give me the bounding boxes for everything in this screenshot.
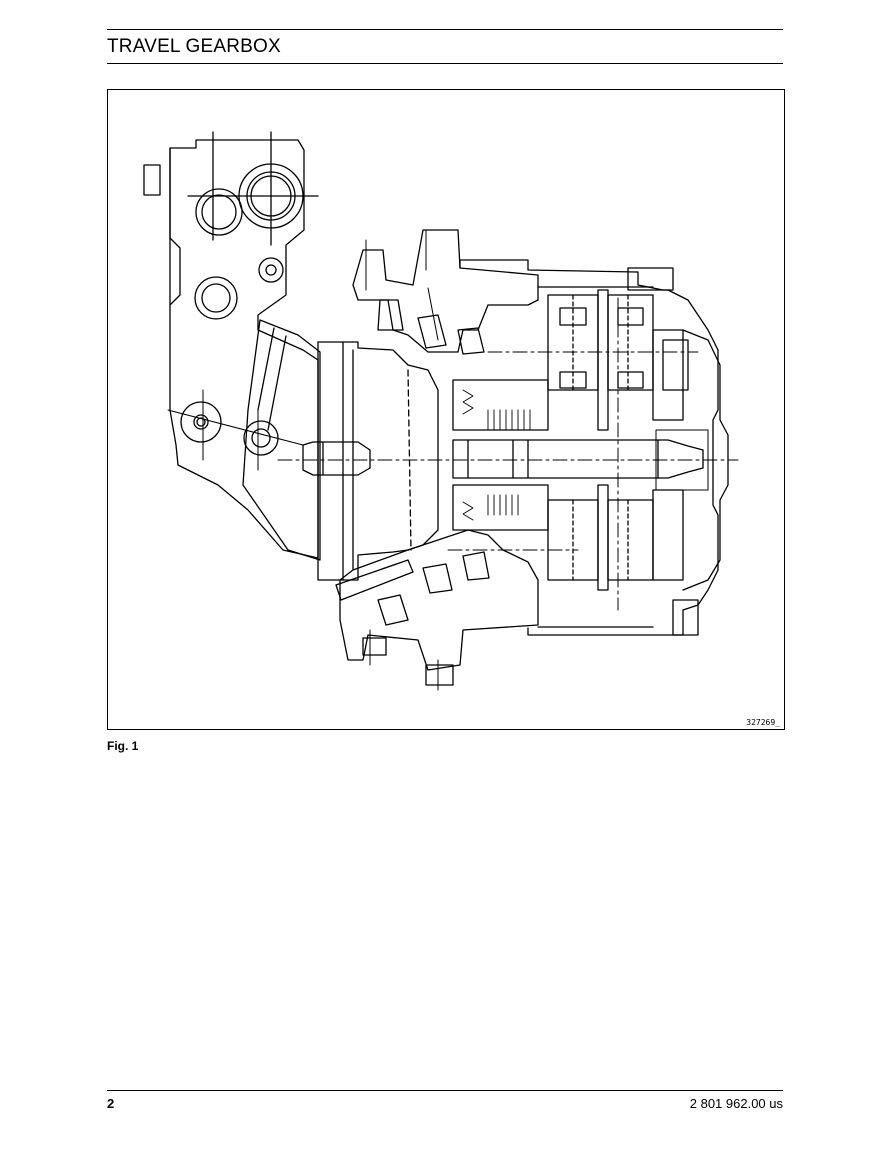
ring-gear-housing: [459, 259, 719, 636]
figure-frame: 327269_: [107, 89, 785, 730]
lower-flange: [339, 529, 539, 671]
motor-cylinder-body: [317, 341, 439, 581]
brake-pack: [452, 379, 549, 431]
header-top-rule: [107, 29, 783, 30]
swash-housing: [242, 319, 321, 561]
port-middle-left: [194, 276, 238, 320]
main-shaft: [452, 439, 704, 479]
plug-left-top: [143, 164, 161, 196]
page-number: 2: [107, 1096, 115, 1111]
upper-flange: [352, 229, 539, 353]
bolt-left-lower: [180, 401, 222, 443]
page-title: TRAVEL GEARBOX: [107, 36, 281, 57]
motor-housing-outline: [169, 139, 319, 559]
header-bottom-rule: [107, 63, 783, 64]
figure-caption: Fig. 1: [107, 739, 139, 753]
footer-rule: [107, 1090, 783, 1091]
document-number: 2 801 962.00 us: [689, 1096, 783, 1111]
port-upper-left: [195, 188, 243, 236]
drawing-number: 327269_: [746, 718, 780, 727]
gearbox-cross-section-drawing: [143, 131, 739, 691]
